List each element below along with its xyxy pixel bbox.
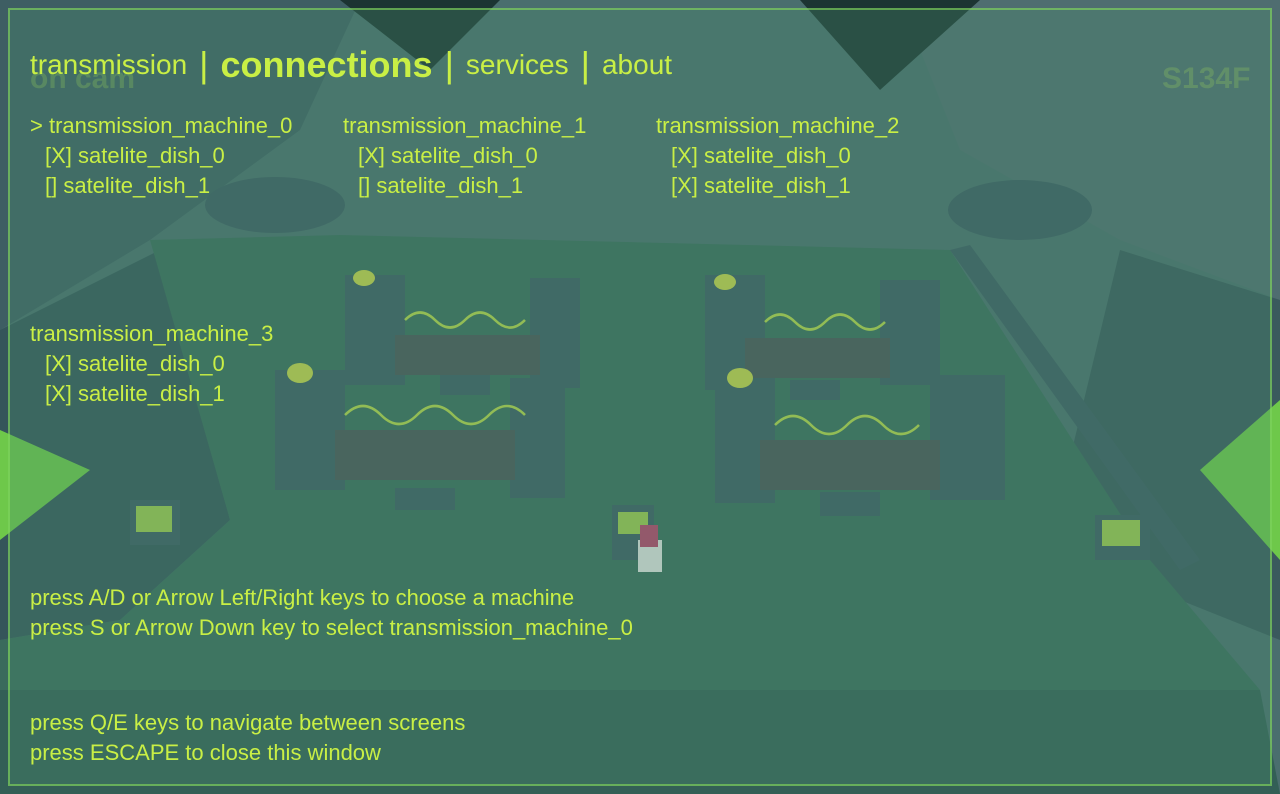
terminal-window [8,8,1272,786]
ghost-hud-left: on cam [30,62,136,95]
instruction-navigate: press Q/E keys to navigate between scree… [30,710,466,735]
tab-services[interactable]: services [465,49,569,80]
tab-separator: | [580,44,590,85]
machine-entry-0[interactable]: > transmission_machine_0 [X] satelite_di… [30,111,292,201]
machine-label: transmission_machine_1 [343,113,587,138]
dish-status: [X] satelite_dish_0 [45,143,225,168]
tab-separator: | [199,44,209,85]
machine-entry-3[interactable]: transmission_machine_3 [X] satelite_dish… [30,319,273,409]
dish-status: [X] satelite_dish_1 [45,381,225,406]
tab-separator: | [444,44,454,85]
tab-transmission[interactable]: transmission [30,49,188,80]
dish-status: [] satelite_dish_1 [358,173,524,198]
tab-about[interactable]: about [601,49,673,80]
ghost-hud-right: S134F [1162,62,1251,95]
machine-entry-1[interactable]: transmission_machine_1 [X] satelite_dish… [343,111,586,201]
tab-connections[interactable]: connections [220,44,433,85]
dish-status: [X] satelite_dish_0 [45,351,225,376]
dish-status: [X] satelite_dish_1 [671,173,851,198]
instruction-select: press S or Arrow Down key to select tran… [30,615,633,640]
instruction-choose: press A/D or Arrow Left/Right keys to ch… [30,585,575,610]
dish-status: [X] satelite_dish_0 [671,143,851,168]
machine-label: transmission_machine_3 [30,321,274,346]
screen-nav: transmission | connections | services | … [30,40,672,90]
machine-label: transmission_machine_2 [656,113,900,138]
machine-label: > transmission_machine_0 [30,113,293,138]
instruction-close: press ESCAPE to close this window [30,740,381,765]
dish-status: [] satelite_dish_1 [45,173,211,198]
machine-entry-2[interactable]: transmission_machine_2 [X] satelite_dish… [656,111,899,201]
dish-status: [X] satelite_dish_0 [358,143,538,168]
